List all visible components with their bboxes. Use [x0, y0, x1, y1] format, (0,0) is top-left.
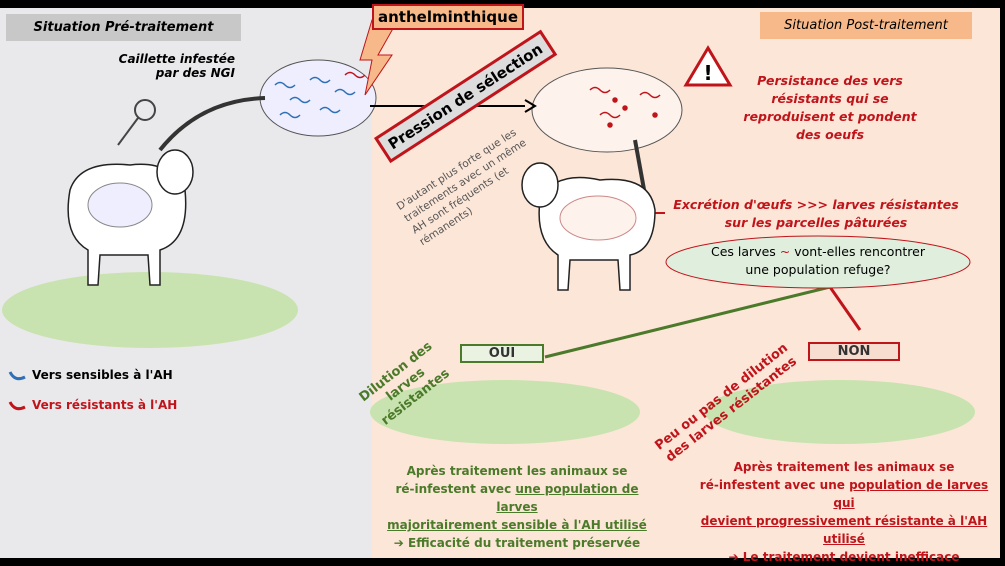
legend-sensitive-worm-icon	[8, 371, 26, 381]
sheep-post-stomach	[559, 195, 637, 241]
larva-icon: ~	[779, 244, 791, 259]
persistence-text: Persistance des vers résistants qui se r…	[743, 73, 917, 142]
lightning-icon	[359, 19, 396, 96]
excretion-text: Excrétion d'œufs >>> larves résistantes s…	[666, 196, 966, 232]
pasture-middle	[370, 380, 640, 444]
caillette-label: Caillette infestée par des NGI	[118, 52, 235, 80]
post-caillette-ellipse	[531, 67, 683, 153]
infestation-arrow	[158, 96, 266, 152]
worms-resistant-post	[589, 86, 661, 128]
treatment-label: anthelminthique	[372, 4, 524, 30]
result-yes: Après traitement les animaux se ré-infes…	[382, 462, 652, 552]
result-no-line4: ➔ Le traitement devient inefficace	[728, 550, 960, 564]
result-no-line2b: population de larves qui	[833, 478, 989, 510]
header-pre-treatment: Situation Pré-traitement	[6, 14, 241, 41]
worms-sensitive	[274, 76, 356, 119]
sheep-stomach	[87, 182, 153, 228]
header-post-treatment: Situation Post-traitement	[760, 12, 972, 39]
question-part1: Ces larves	[711, 244, 776, 259]
no-arrow	[828, 286, 862, 331]
question-part2: vont-elles rencontrer	[794, 244, 925, 259]
legend-sensitive: Vers sensibles à l'AH	[32, 368, 173, 382]
result-yes-line4: ➔ Efficacité du traitement préservée	[393, 536, 641, 550]
result-no: Après traitement les animaux se ré-infes…	[688, 458, 1000, 566]
excretion-line2: sur les parcelles pâturées	[724, 215, 908, 230]
pasture-right	[705, 380, 975, 444]
excretion-line1: Excrétion d'œufs >>> larves résistantes	[673, 197, 959, 212]
caillette-ellipse	[259, 59, 377, 137]
legend-resistant: Vers résistants à l'AH	[32, 398, 178, 412]
no-box: NON	[808, 342, 900, 361]
question-line2: une population refuge?	[745, 262, 891, 277]
yes-box: OUI	[460, 344, 544, 363]
worm-resistant	[344, 71, 366, 79]
result-yes-line2b: une population de larves	[496, 482, 639, 514]
refuge-question: Ces larves ~ vont-elles rencontrer une po…	[680, 243, 956, 279]
treatment-arrowhead	[524, 99, 537, 113]
svg-text:!: !	[703, 61, 712, 85]
result-yes-line2a: ré-infestent avec	[395, 482, 516, 496]
legend-resistant-worm-icon	[8, 401, 26, 411]
warning-icon: !	[683, 45, 733, 87]
result-no-line1: Après traitement les animaux se	[733, 460, 955, 474]
pasture-left	[2, 272, 298, 348]
yes-arrow	[544, 285, 831, 359]
result-no-line3: devient progressivement résistante à l'A…	[700, 514, 988, 546]
result-yes-line3: majoritairement sensible à l'AH utilisé	[387, 518, 647, 532]
result-no-line2a: ré-infestent avec une	[699, 478, 850, 492]
magnifier-icon	[117, 99, 156, 146]
question-ellipse	[665, 235, 971, 289]
result-yes-line1: Après traitement les animaux se	[406, 464, 628, 478]
down-arrow	[633, 139, 647, 196]
